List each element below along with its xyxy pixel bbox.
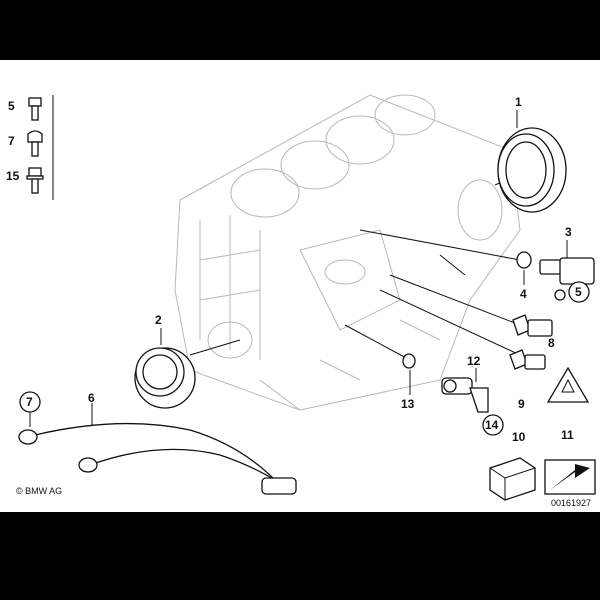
crankshaft-seal-rear (497, 127, 567, 213)
callout-1: 1 (515, 95, 522, 109)
parts-diagram: 5 7 15 (0, 60, 600, 512)
engine-block (174, 94, 521, 411)
flange-bolt-icon (26, 167, 44, 194)
leader-9 (379, 289, 521, 356)
callout-10: 10 (512, 430, 526, 444)
callout-12: 12 (467, 354, 481, 368)
circled-callout-7: 7 (19, 391, 41, 413)
svg-text:14: 14 (485, 418, 499, 432)
sealant-kit-box (489, 457, 536, 501)
svg-text:5: 5 (575, 285, 582, 299)
callout-6: 6 (88, 391, 95, 405)
screw-icon (28, 97, 42, 121)
circled-callout-14: 14 (482, 414, 504, 436)
callout-2: 2 (155, 313, 162, 327)
diagram-svg: 5 7 15 (6, 94, 596, 508)
temperature-sensor (509, 349, 546, 370)
callout-13: 13 (401, 397, 415, 411)
bolt-icon (27, 130, 43, 157)
copyright-label: © BMW AG (16, 486, 62, 496)
legend-label-5: 5 (8, 99, 15, 113)
callout-4: 4 (520, 287, 527, 301)
directional-arrow-icon (544, 459, 596, 495)
legend-label-7: 7 (8, 134, 15, 148)
leader-lines (29, 110, 568, 427)
leader-2b (189, 339, 241, 356)
sealing-ring (402, 353, 416, 369)
circled-callout-5: 5 (568, 281, 590, 303)
solenoid-valve (441, 377, 489, 413)
crankshaft-sensor (539, 257, 595, 301)
knock-sensor-harness (18, 422, 297, 495)
leader-4 (359, 229, 521, 261)
diagram-id: 00161927 (551, 498, 591, 508)
svg-text:7: 7 (26, 395, 33, 409)
callout-3: 3 (565, 225, 572, 239)
legend-label-15: 15 (6, 169, 20, 183)
fastener-legend: 5 7 15 (6, 95, 54, 200)
oil-pressure-switch (512, 314, 553, 337)
cylinder-bores (230, 94, 436, 218)
crankshaft-seal-front (134, 347, 196, 409)
callout-9: 9 (518, 397, 525, 411)
callout-11: 11 (561, 428, 574, 442)
leader-13 (344, 324, 411, 361)
leader-8 (389, 274, 521, 326)
callout-8: 8 (548, 336, 555, 350)
leader-8a (439, 254, 466, 276)
warning-triangle-icon (546, 366, 590, 403)
o-ring (516, 251, 532, 269)
